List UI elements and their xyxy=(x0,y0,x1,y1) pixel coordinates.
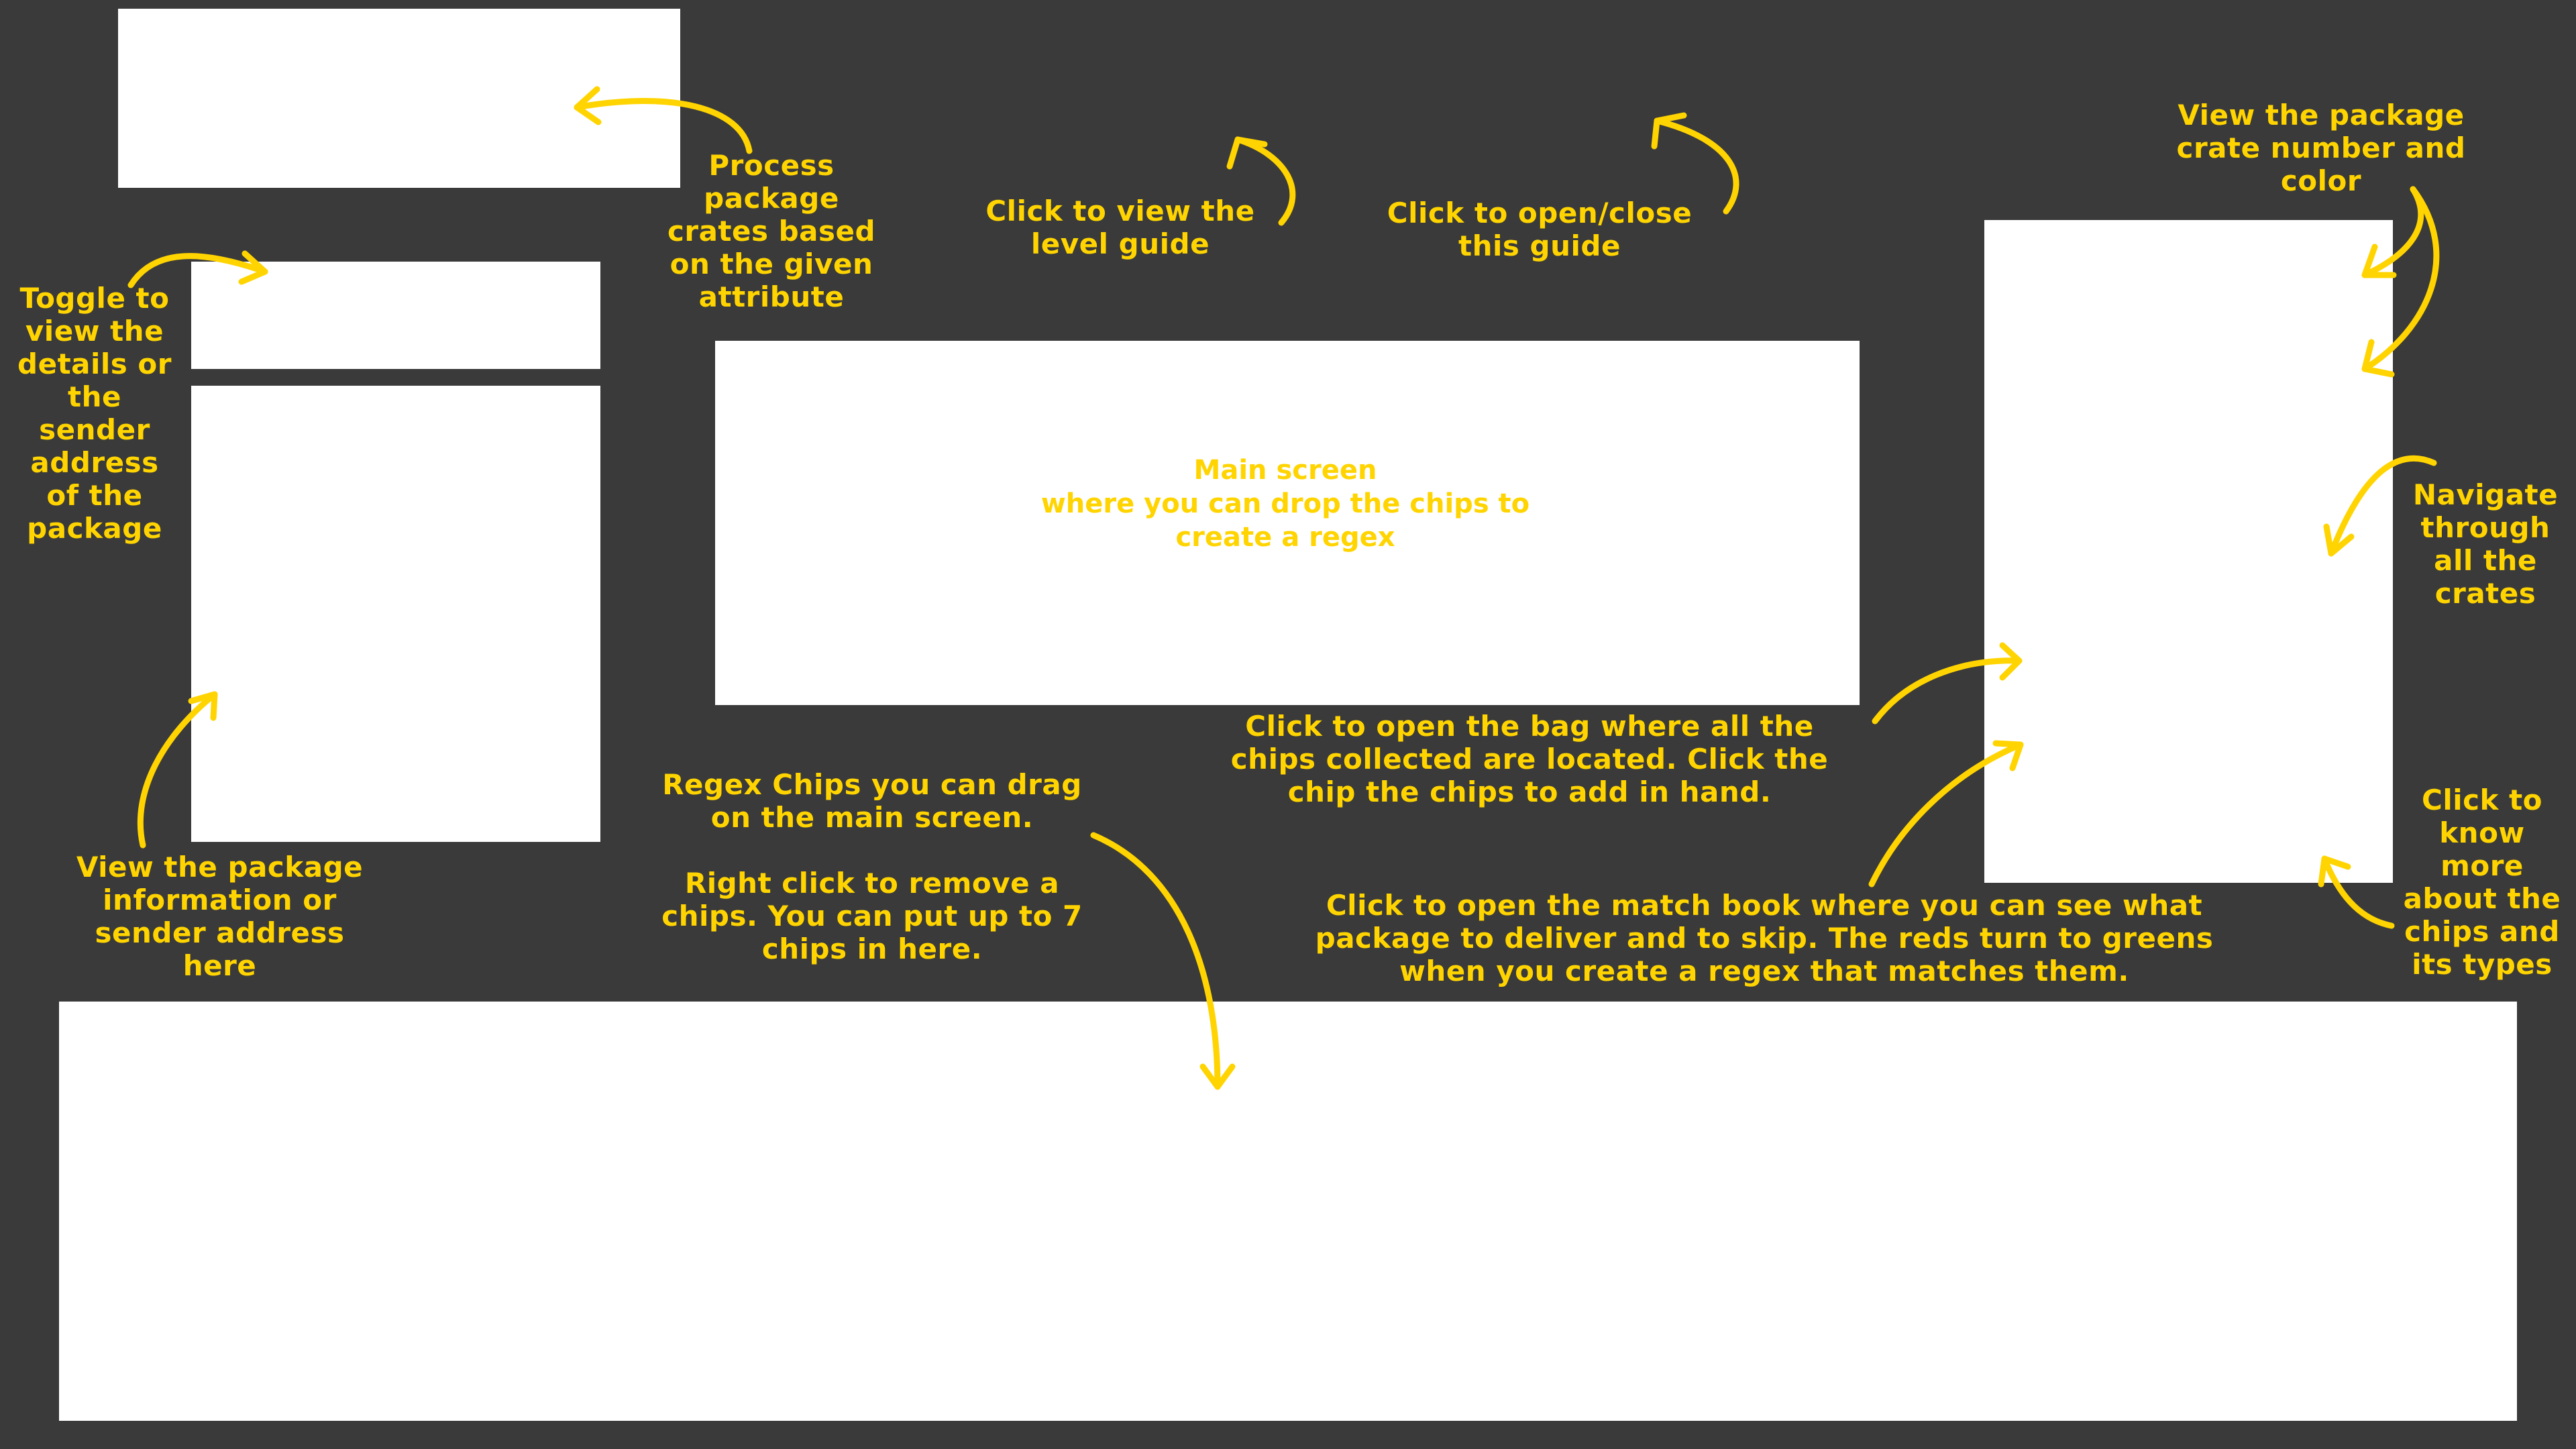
chip-info-annotation: Click to know more about the chips and i… xyxy=(2403,784,2561,981)
process-crates-panel[interactable] xyxy=(118,9,680,188)
open-close-arrowhead xyxy=(1651,112,1687,150)
crate-number-annotation: View the package crate number and color xyxy=(2176,99,2466,197)
process-crates-annotation: Process package crates based on the give… xyxy=(667,149,876,313)
details-toggle-panel[interactable] xyxy=(191,262,600,369)
navigate-crates-annotation: Navigate through all the crates xyxy=(2412,478,2559,610)
crate-view-panel[interactable] xyxy=(1984,220,2393,883)
toggle-details-annotation: Toggle to view the details or the sender… xyxy=(17,282,172,545)
main-screen-panel[interactable] xyxy=(715,341,1860,705)
match-book-annotation: Click to open the match book where you c… xyxy=(1315,889,2214,987)
level-guide-annotation: Click to view the level guide xyxy=(985,195,1255,260)
package-info-annotation: View the package information or sender a… xyxy=(76,851,364,982)
chip-tray-panel[interactable] xyxy=(59,1002,2517,1421)
regex-chips-annotation: Regex Chips you can drag on the main scr… xyxy=(661,768,1083,965)
level-guide-arrowhead xyxy=(1226,136,1268,170)
bag-annotation: Click to open the bag where all the chip… xyxy=(1230,710,1829,808)
package-info-panel xyxy=(191,386,600,842)
main-screen-label: Main screen where you can drop the chips… xyxy=(1040,455,1530,553)
open-close-guide-annotation: Click to open/close this guide xyxy=(1387,197,1693,262)
